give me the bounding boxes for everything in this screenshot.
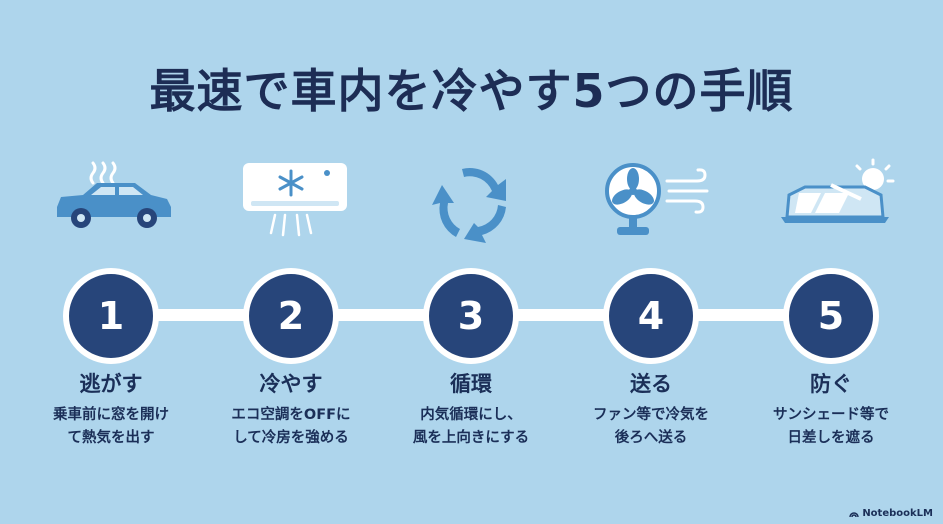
- step-4-number: 4: [603, 268, 699, 364]
- step-4-desc-line-2: 後ろへ送る: [614, 430, 688, 446]
- notebooklm-logo-icon: [849, 511, 860, 517]
- step-1-title: 逃がす: [79, 372, 143, 396]
- step-1-description: 乗車前に窓を開け て熱気を出す: [21, 404, 201, 450]
- brand-watermark: NotebookLM: [849, 508, 933, 519]
- step-5-description: サンシェード等で 日差しを遮る: [741, 404, 921, 450]
- step-4-title: 送る: [630, 372, 672, 396]
- step-3-desc-line-2: 風を上向きにする: [412, 430, 530, 446]
- step-4-description: ファン等で冷気を 後ろへ送る: [561, 404, 741, 450]
- step-4-desc-line-1: ファン等で冷気を: [593, 407, 709, 423]
- step-2-title: 冷やす: [259, 372, 323, 396]
- step-1-desc-line-1: 乗車前に窓を開け: [53, 407, 169, 423]
- step-3-title: 循環: [450, 372, 492, 396]
- step-3-description: 内気循環にし、 風を上向きにする: [381, 404, 561, 450]
- brand-name: NotebookLM: [862, 508, 933, 519]
- page-title: 最速で車内を冷やす5つの手順: [149, 64, 794, 118]
- fan-icon: [585, 155, 725, 245]
- step-2-description: エコ空調をOFFに して冷房を強める: [201, 404, 381, 450]
- step-5-desc-line-1: サンシェード等で: [773, 407, 889, 423]
- air-conditioner-icon: [223, 155, 363, 245]
- sunshade-icon: [765, 155, 905, 245]
- step-5-desc-line-2: 日差しを遮る: [787, 430, 875, 446]
- step-1-number: 1: [63, 268, 159, 364]
- step-5-title: 防ぐ: [810, 372, 852, 396]
- recirculate-icon: [402, 155, 542, 245]
- step-1-desc-line-2: て熱気を出す: [67, 430, 155, 446]
- step-2-desc-line-1: エコ空調をOFFに: [231, 407, 351, 423]
- step-5-number: 5: [783, 268, 879, 364]
- step-2-number: 2: [243, 268, 339, 364]
- step-3-number: 3: [423, 268, 519, 364]
- step-3-desc-line-1: 内気循環にし、: [420, 407, 522, 423]
- car-heat-icon: [43, 155, 183, 245]
- step-2-desc-line-2: して冷房を強める: [233, 430, 349, 446]
